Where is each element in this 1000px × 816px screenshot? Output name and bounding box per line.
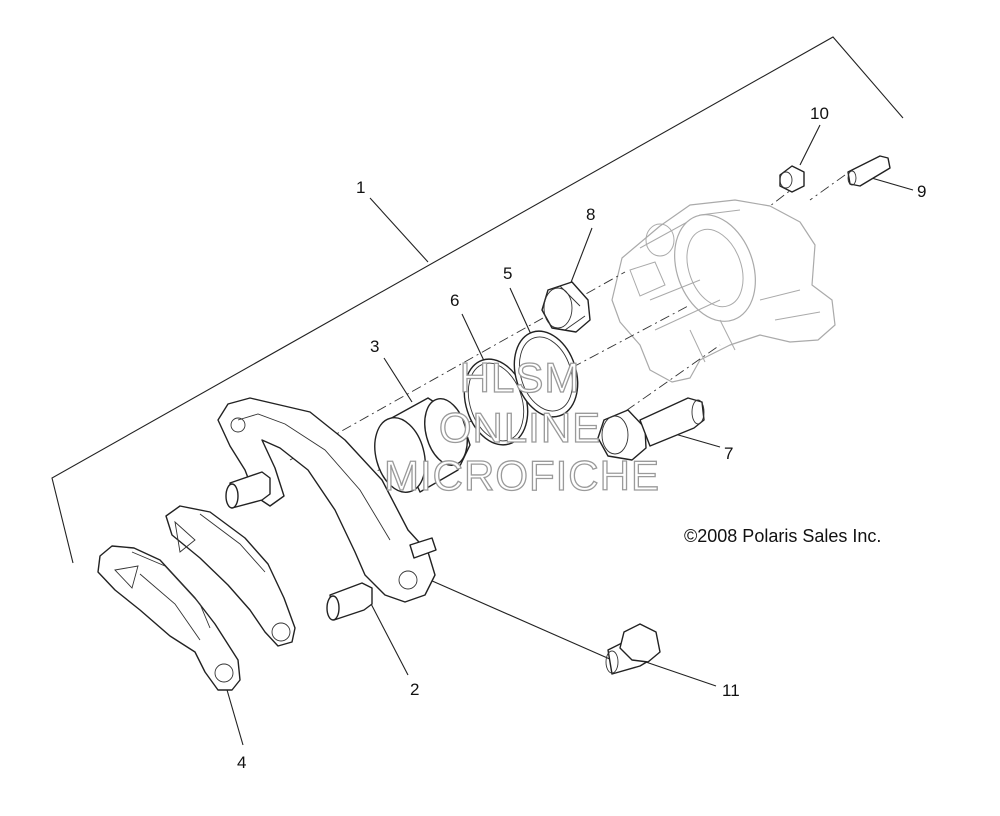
callout-1: 1: [356, 178, 365, 197]
callout-9: 9: [917, 182, 926, 201]
watermark-line-1: HLSM: [460, 354, 581, 401]
bleeder-screw: [847, 155, 891, 187]
callout-11: 11: [722, 681, 740, 700]
watermark-line-2: ONLINE: [439, 404, 601, 451]
piston: [374, 397, 471, 493]
assembly-bracket: [51, 36, 904, 564]
bleeder-cap: [779, 165, 805, 193]
dust-seal: [513, 330, 579, 418]
callout-10: 10: [810, 104, 829, 123]
carrier-bracket: [217, 397, 437, 621]
copyright-notice: ©2008 Polaris Sales Inc.: [684, 526, 881, 546]
callout-labels: 1 2 3 4 5 6 7 8 9 10 11: [237, 104, 926, 772]
upper-boot: [541, 281, 591, 333]
callout-7: 7: [724, 444, 733, 463]
caliper-housing: [611, 199, 836, 383]
callout-5: 5: [503, 264, 512, 283]
callout-8: 8: [586, 205, 595, 224]
callout-2: 2: [410, 680, 419, 699]
callout-3: 3: [370, 337, 379, 356]
watermark: HLSM ONLINE MICROFICHE: [383, 353, 660, 499]
brake-pads: [97, 505, 296, 691]
mounting-bolt: [605, 623, 661, 675]
lower-pin-boot: [597, 397, 705, 461]
watermark-line-3: MICROFICHE: [384, 452, 660, 499]
callout-6: 6: [450, 291, 459, 310]
callout-4: 4: [237, 753, 246, 772]
leader-lines: [224, 124, 914, 746]
